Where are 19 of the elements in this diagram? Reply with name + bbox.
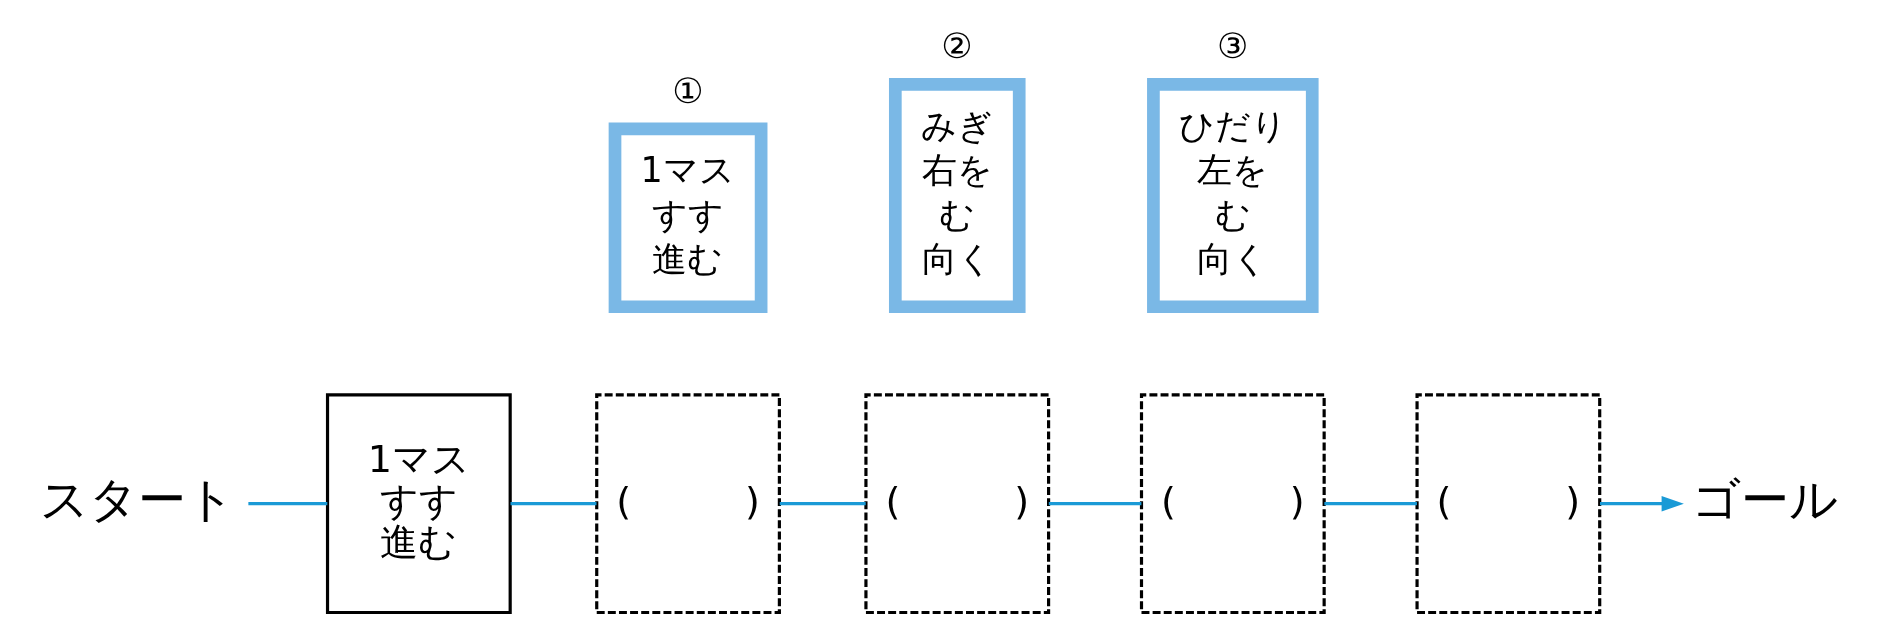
connector [779, 502, 866, 506]
node-box: ( ) [1414, 393, 1601, 615]
connector [247, 502, 327, 506]
node-box: ( ) [594, 393, 781, 615]
arrow [1599, 495, 1684, 512]
node-box: ( ) [863, 393, 1050, 615]
node-box: みぎ 右を む 向く [888, 78, 1026, 314]
node-box: 1マス すす 進む [325, 393, 512, 615]
node-box: ひだり 左を む 向く [1146, 78, 1319, 314]
node-label: ① [671, 70, 703, 111]
node-text: スタート [39, 471, 235, 527]
node-label: ③ [1216, 26, 1248, 67]
node-box: ( ) [1139, 393, 1326, 615]
node-text: ゴール [1691, 471, 1838, 527]
connector [1323, 502, 1417, 506]
connector [1048, 502, 1141, 506]
node-label: ② [940, 26, 973, 67]
connector [510, 502, 596, 506]
node-box: 1マス すす 進む [608, 122, 767, 314]
